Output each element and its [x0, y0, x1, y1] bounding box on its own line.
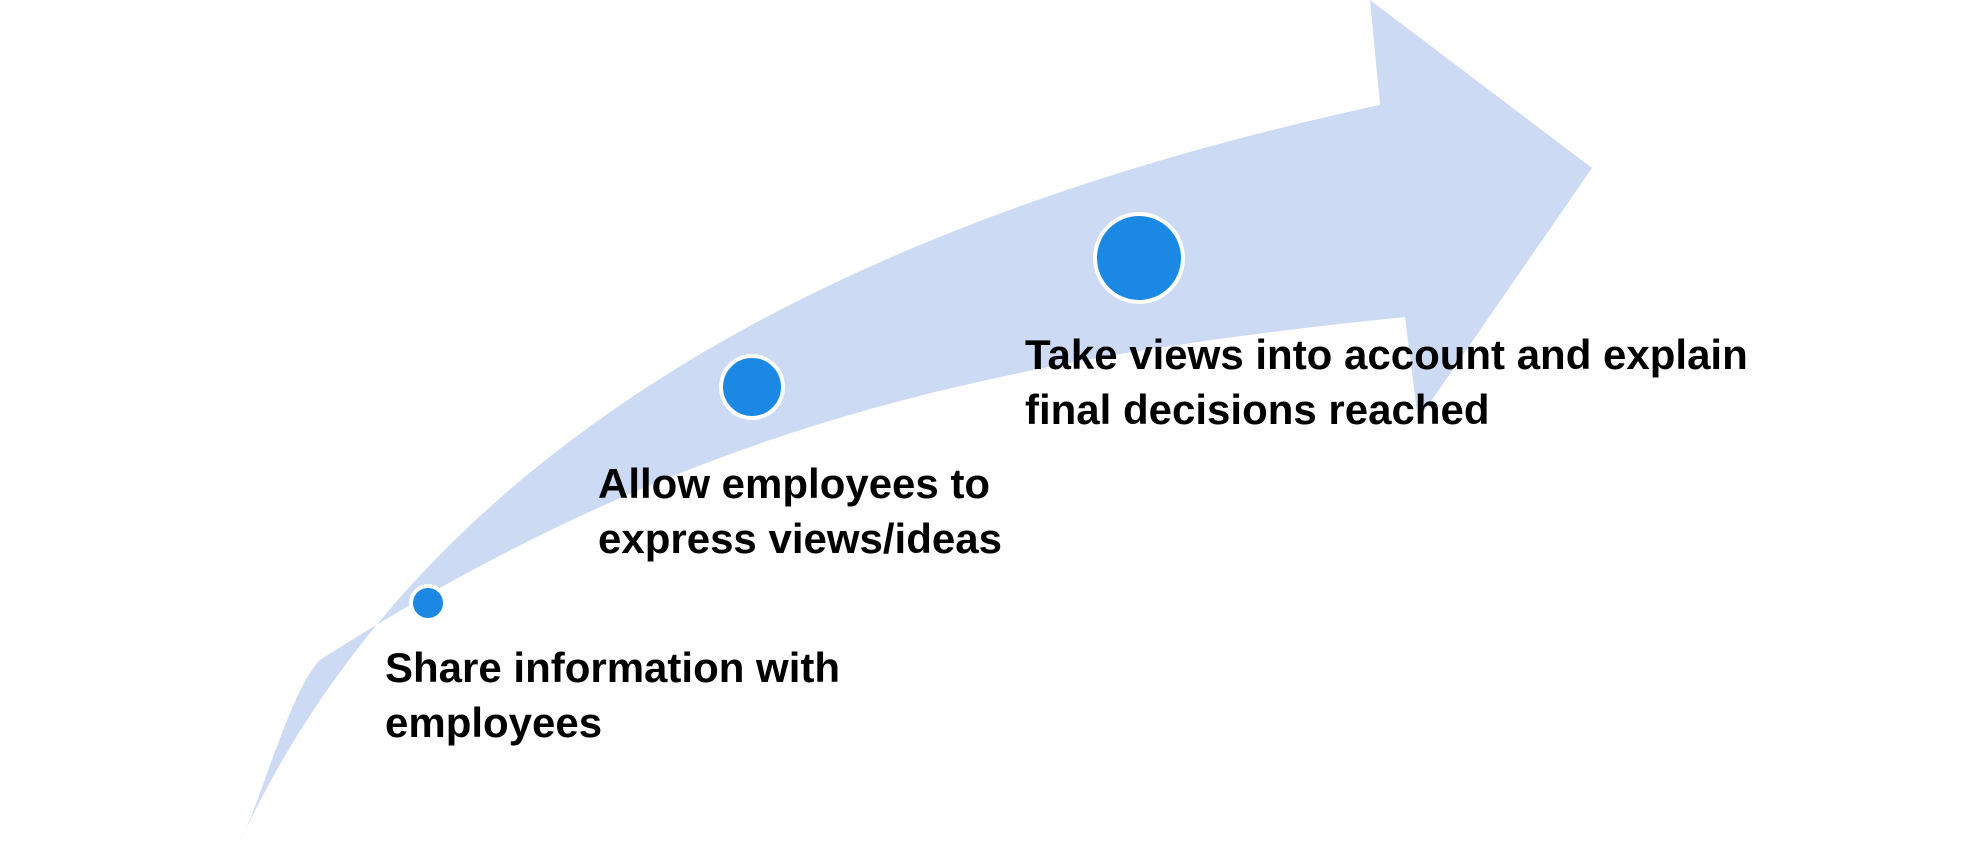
step-label-2: Allow employees to express views/ideas [598, 456, 1002, 566]
step-label-1-line-2: employees [385, 699, 603, 746]
step-label-1-line-1: Share information with [385, 644, 841, 691]
step-label-2-line-1: Allow employees to [598, 460, 991, 507]
step-label-1: Share information with employees [385, 640, 840, 750]
step-label-3-line-2: final decisions reached [1025, 386, 1490, 433]
step-marker-2 [719, 354, 785, 420]
step-label-3: Take views into account and explain fina… [1025, 327, 1748, 437]
step-marker-3 [1093, 212, 1185, 304]
step-label-3-line-1: Take views into account and explain [1025, 331, 1748, 378]
step-label-2-line-2: express views/ideas [598, 515, 1002, 562]
step-marker-1 [409, 584, 447, 622]
arrow-shape [238, 0, 1592, 846]
